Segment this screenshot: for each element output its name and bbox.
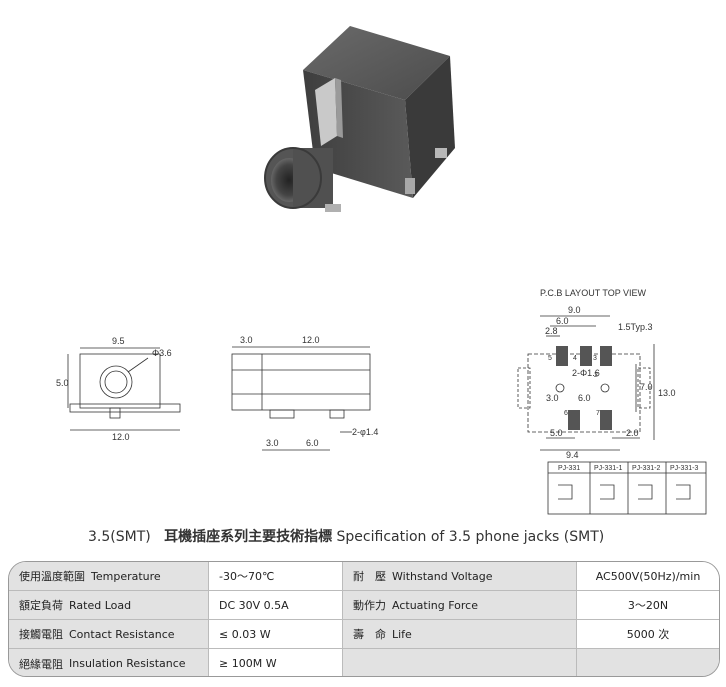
spec-value-cell: ≤ 0.03 W xyxy=(209,620,343,648)
side-view-body xyxy=(231,353,371,411)
front-view-body xyxy=(79,353,161,409)
dim-front-height: 5.0 xyxy=(56,378,69,388)
table-row: 額定負荷 Rated Load DC 30V 0.5A 動作力 Actuating … xyxy=(9,591,719,620)
technical-drawings: 9.5 Φ3.6 5.0 12.0 3.0 12.0 3.0 6.0 2-φ1.… xyxy=(56,288,707,515)
dim-pcb-94: 9.4 xyxy=(566,450,579,460)
dim-side-bottom-a: 3.0 xyxy=(266,438,279,448)
spec-label-cn: 額定負荷 xyxy=(19,599,63,612)
spec-label-cell: 接觸電阻 Contact Resistance xyxy=(9,620,209,648)
spec-value-cell: AC500V(50Hz)/min xyxy=(577,562,719,590)
spec-value-cell: -30～70℃ xyxy=(209,562,343,590)
spec-label-cn: 接觸電阻 xyxy=(19,628,63,641)
dim-front-hole: Φ3.6 xyxy=(152,348,172,358)
spec-title-en: Specification of 3.5 phone jacks (SMT) xyxy=(336,529,605,545)
pin-label-4: 4 xyxy=(573,355,577,362)
dim-pcb-70: 7.0 xyxy=(640,382,653,392)
dim-pcb-20: 2.0 xyxy=(626,428,639,438)
spec-empty-cell xyxy=(577,649,719,676)
dim-front-width: 9.5 xyxy=(112,336,125,346)
pcb-pad-4 xyxy=(580,346,592,366)
spec-label-en: Temperature xyxy=(91,569,161,583)
schematic-label-1: PJ-331 xyxy=(558,465,580,472)
spec-label-cn: 絕緣電阻 xyxy=(19,657,63,671)
pin-label-3: 3 xyxy=(593,355,597,362)
spec-label-cell: 壽 命 Life xyxy=(343,620,577,648)
pin-label-2: 2 xyxy=(594,372,598,379)
pcb-pad-5 xyxy=(556,346,568,366)
spec-table: 使用溫度範圍 Temperature -30～70℃ 耐 壓 Withstand V… xyxy=(8,561,720,677)
schematic-label-3: PJ-331-2 xyxy=(632,465,661,472)
dim-pcb-hole: 2-Φ1.6 xyxy=(572,368,600,378)
spec-title-cn: 耳機插座系列主要技術指標 xyxy=(164,529,333,545)
schematic-label-4: PJ-331-3 xyxy=(670,465,699,472)
pin-label-7: 7 xyxy=(596,410,600,417)
spec-value-cell: 5000 次 xyxy=(577,620,719,648)
dim-pcb-50: 5.0 xyxy=(550,428,563,438)
spec-label-en: Withstand Voltage xyxy=(392,569,493,583)
spec-label-cell: 使用溫度範圍 Temperature xyxy=(9,562,209,590)
pcb-pad-6 xyxy=(568,410,580,430)
spec-label-cell: 耐 壓 Withstand Voltage xyxy=(343,562,577,590)
spec-empty-cell xyxy=(343,649,577,676)
spec-label-cell: 絕緣電阻 Insulation Resistance xyxy=(9,649,209,676)
table-row: 絕緣電阻 Insulation Resistance ≥ 100M W xyxy=(9,649,719,676)
pcb-heading: P.C.B LAYOUT TOP VIEW xyxy=(540,288,647,298)
spec-label-en: Actuating Force xyxy=(392,598,478,612)
dim-side-pin: 2-φ1.4 xyxy=(352,427,378,437)
dim-pcb-30: 3.0 xyxy=(546,393,559,403)
spec-label-cell: 額定負荷 Rated Load xyxy=(9,591,209,619)
spec-label-en: Life xyxy=(392,627,412,641)
dim-pcb-60: 6.0 xyxy=(578,393,591,403)
pin-label-5: 5 xyxy=(548,355,552,362)
spec-value-cell: DC 30V 0.5A xyxy=(209,591,343,619)
pcb-pad-3 xyxy=(600,346,612,366)
product-photo xyxy=(264,26,455,212)
dim-pcb-28: 2.8 xyxy=(545,326,558,336)
pcb-pad-7 xyxy=(600,410,612,430)
dim-side-top-left: 3.0 xyxy=(240,335,253,345)
spec-label-en: Insulation Resistance xyxy=(69,657,186,670)
spec-label-cn: 使用溫度範圍 xyxy=(19,570,85,583)
spec-label-cn: 耐 壓 xyxy=(353,570,386,583)
dim-side-bottom-b: 6.0 xyxy=(306,438,319,448)
spec-value-cell: ≥ 100M W xyxy=(209,649,343,676)
dim-pcb-6: 6.0 xyxy=(556,316,569,326)
dim-pcb-130: 13.0 xyxy=(658,388,676,398)
spec-label-cn: 動作力 xyxy=(353,599,386,612)
dim-front-base: 12.0 xyxy=(112,432,130,442)
schematic-label-2: PJ-331-1 xyxy=(594,465,623,472)
spec-title-prefix: 3.5(SMT) xyxy=(88,529,151,545)
spec-label-cn: 壽 命 xyxy=(353,628,386,641)
spec-label-en: Rated Load xyxy=(69,598,132,612)
spec-label-en: Contact Resistance xyxy=(69,627,175,641)
dim-pcb-typ: 1.5Typ.3 xyxy=(618,322,653,332)
spec-value-cell: 3～20N xyxy=(577,591,719,619)
pin-label-6: 6 xyxy=(564,410,568,417)
spec-label-cell: 動作力 Actuating Force xyxy=(343,591,577,619)
table-row: 使用溫度範圍 Temperature -30～70℃ 耐 壓 Withstand V… xyxy=(9,562,719,591)
dim-pcb-9: 9.0 xyxy=(568,305,581,315)
dim-side-top-length: 12.0 xyxy=(302,335,320,345)
spec-title: 3.5(SMT) 耳機插座系列主要技術指標 Specification of 3… xyxy=(88,526,604,546)
